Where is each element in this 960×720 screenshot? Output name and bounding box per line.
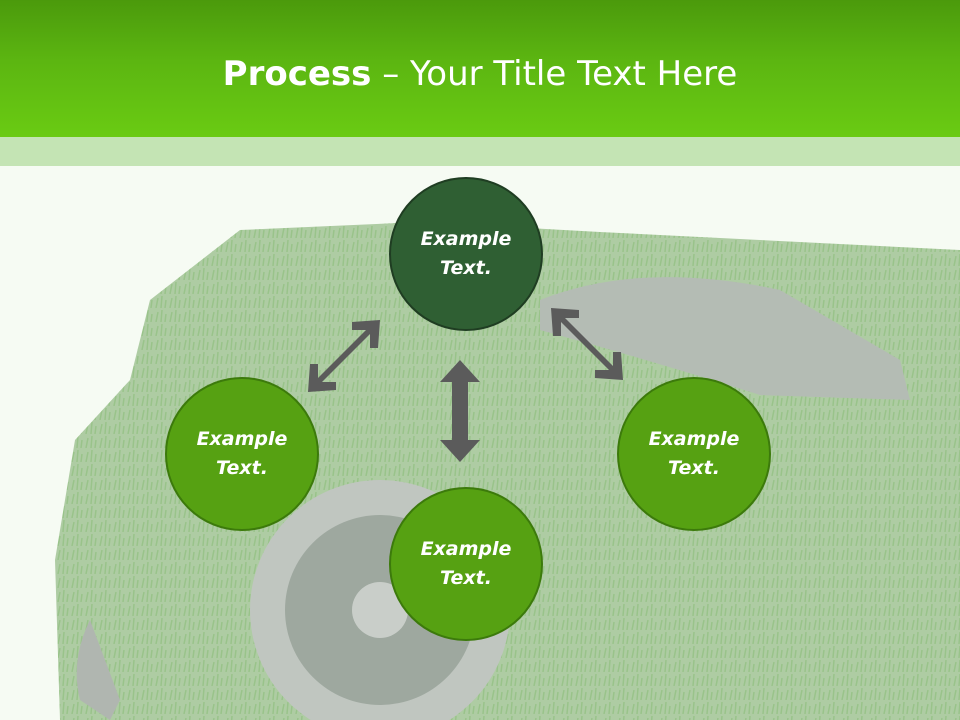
node-bottom-label: Example Text. (420, 538, 512, 589)
title-bar (0, 0, 960, 137)
process-node-bottom[interactable]: Example Text. (389, 487, 543, 641)
eco-car-background-image (55, 222, 960, 720)
process-node-left[interactable]: Example Text. (165, 377, 319, 531)
title-underband (0, 137, 960, 166)
node-right-label: Example Text. (648, 428, 740, 479)
node-left-label: Example Text. (196, 428, 288, 479)
title-bold: Process (222, 54, 372, 94)
slide-title: Process – Your Title Text Here (0, 52, 960, 96)
title-text: Your Title Text Here (410, 54, 738, 94)
process-node-right[interactable]: Example Text. (617, 377, 771, 531)
node-top-label: Example Text. (420, 228, 512, 279)
process-node-top[interactable]: Example Text. (389, 177, 543, 331)
title-dash: – (371, 54, 411, 94)
